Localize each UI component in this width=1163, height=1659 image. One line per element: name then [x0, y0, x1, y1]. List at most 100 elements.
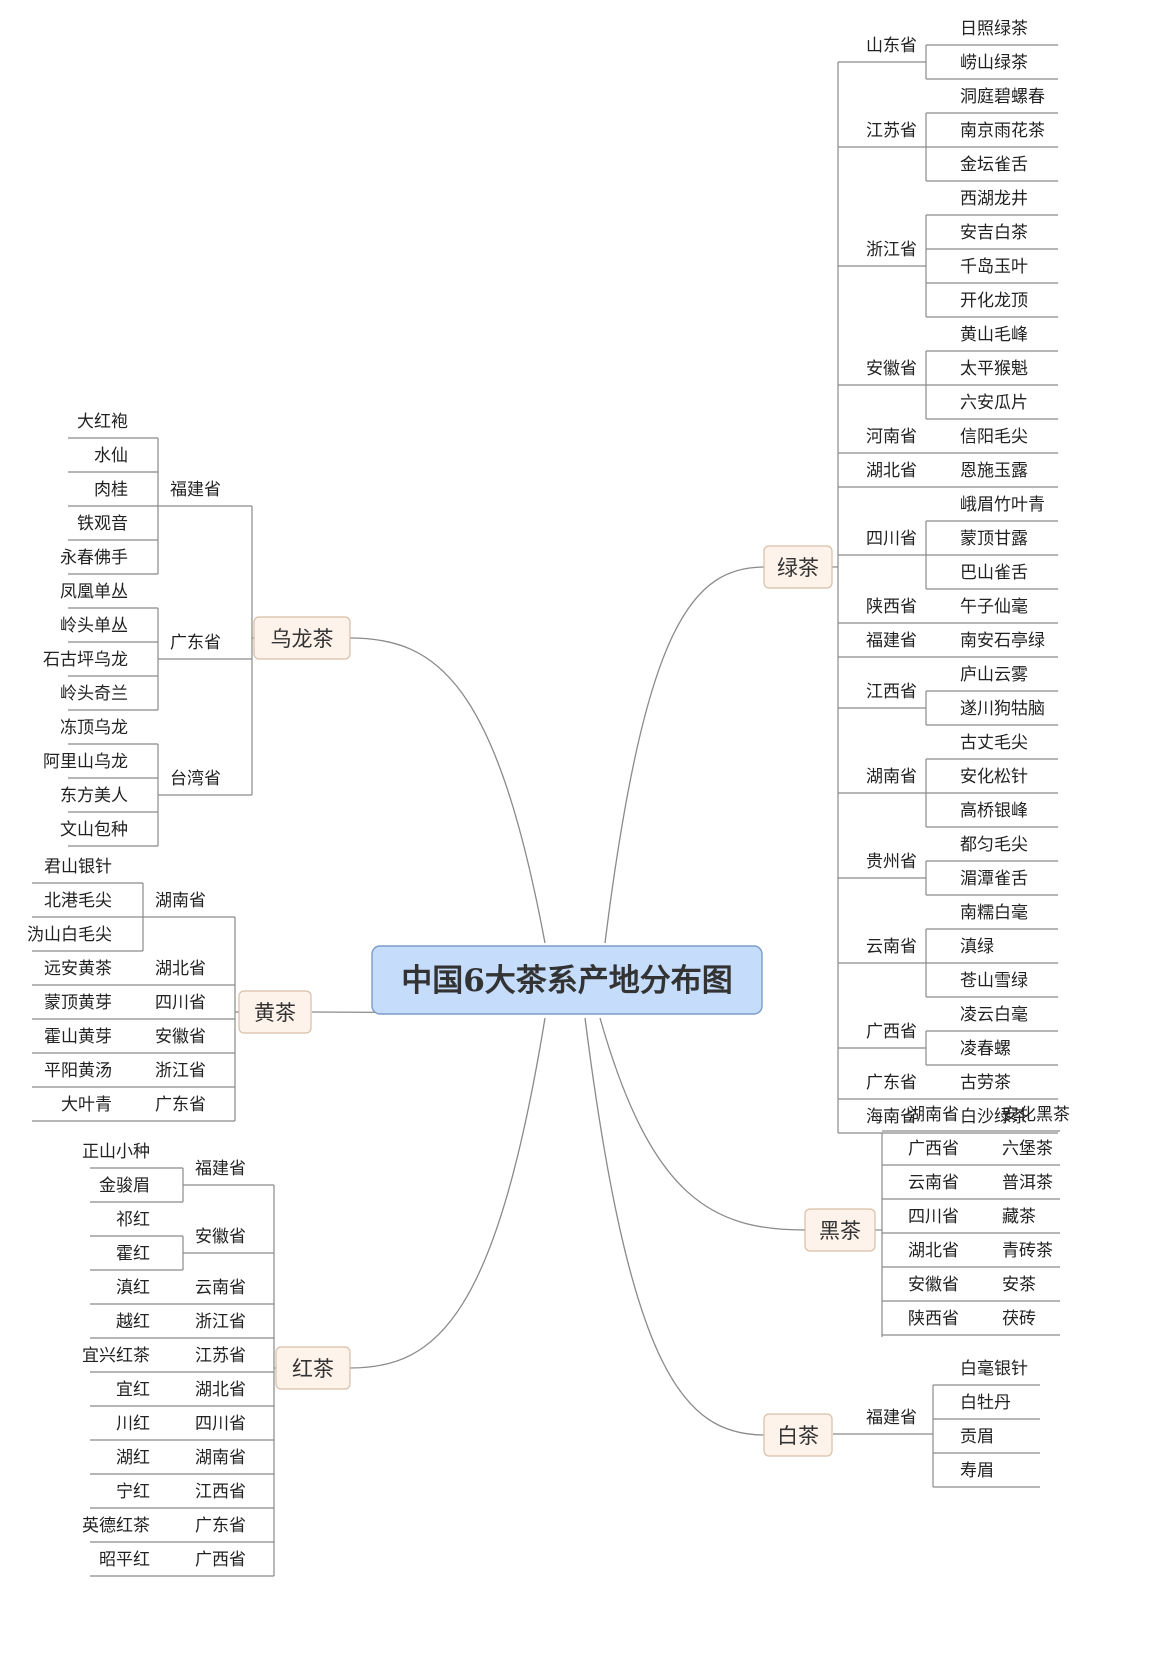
- branch-curve: [599, 1017, 806, 1231]
- tea-label: 沩山白毛尖: [27, 925, 112, 945]
- tea-label: 宜红: [116, 1380, 150, 1400]
- tea-label: 肉桂: [94, 480, 128, 500]
- province-label: 广东省: [170, 633, 221, 653]
- province-label: 湖北省: [866, 461, 917, 481]
- tea-label: 千岛玉叶: [960, 257, 1028, 277]
- province-label: 云南省: [866, 937, 917, 957]
- province-label: 浙江省: [155, 1061, 206, 1081]
- branch-curve: [349, 637, 546, 944]
- tea-label: 安吉白茶: [960, 223, 1028, 243]
- province-label: 四川省: [908, 1207, 959, 1227]
- tea-label: 南糯白毫: [960, 903, 1028, 923]
- branch-4-box[interactable]: [238, 990, 312, 1034]
- branch-3-box[interactable]: [253, 616, 351, 660]
- tea-label: 东方美人: [60, 786, 128, 806]
- tea-label: 洞庭碧螺春: [960, 87, 1045, 107]
- tea-label: 昭平红: [99, 1550, 150, 1570]
- tea-label: 贡眉: [960, 1427, 994, 1447]
- tea-label: 恩施玉露: [960, 461, 1028, 481]
- tea-label: 白沙绿茶: [960, 1107, 1028, 1127]
- branch-0-label: 绿茶: [777, 556, 819, 580]
- province-label: 山东省: [866, 36, 917, 56]
- province-label: 江西省: [866, 682, 917, 702]
- province-label: 四川省: [155, 993, 206, 1013]
- tea-label: 太平猴魁: [960, 359, 1028, 379]
- tea-label: 大红袍: [77, 412, 128, 432]
- tea-label: 午子仙毫: [960, 597, 1028, 617]
- tea-label: 峨眉竹叶青: [960, 495, 1045, 515]
- tea-label: 凌云白毫: [960, 1005, 1028, 1025]
- province-label: 福建省: [866, 631, 917, 651]
- tea-label: 凤凰单丛: [60, 582, 128, 602]
- province-label: 福建省: [170, 480, 221, 500]
- tea-label: 日照绿茶: [960, 19, 1028, 39]
- tea-label: 蒙顶甘露: [960, 529, 1028, 549]
- tea-label: 大叶青: [61, 1095, 112, 1115]
- tea-label: 南京雨花茶: [960, 121, 1045, 141]
- province-label: 广西省: [908, 1139, 959, 1159]
- province-label: 湖南省: [155, 891, 206, 911]
- province-label: 陕西省: [866, 597, 917, 617]
- branch-1-box[interactable]: [804, 1208, 876, 1252]
- tea-label: 正山小种: [82, 1142, 150, 1162]
- branch-2-label: 白茶: [777, 1424, 819, 1448]
- branch-0-box[interactable]: [763, 545, 833, 589]
- tea-label: 北港毛尖: [44, 891, 112, 911]
- province-label: 湖南省: [908, 1105, 959, 1125]
- province-label: 湖北省: [155, 959, 206, 979]
- branch-4-label: 黄茶: [254, 1001, 296, 1025]
- province-label: 海南省: [866, 1107, 917, 1127]
- province-label: 云南省: [908, 1173, 959, 1193]
- tea-label: 庐山云雾: [960, 665, 1028, 685]
- province-label: 浙江省: [866, 240, 917, 260]
- province-label: 安徽省: [908, 1275, 959, 1295]
- province-label: 云南省: [195, 1278, 246, 1298]
- tea-label: 文山包种: [60, 820, 128, 840]
- province-label: 广西省: [866, 1022, 917, 1042]
- province-label: 河南省: [866, 427, 917, 447]
- province-label: 广东省: [155, 1095, 206, 1115]
- tea-label: 湄潭雀舌: [960, 869, 1028, 889]
- province-label: 贵州省: [866, 852, 917, 872]
- tea-label: 英德红茶: [82, 1516, 150, 1536]
- tea-label: 石古坪乌龙: [43, 650, 128, 670]
- tea-label: 平阳黄汤: [44, 1061, 112, 1081]
- center-topic-title: 中国6大茶系产地分布图: [401, 963, 733, 999]
- province-label: 广东省: [866, 1073, 917, 1093]
- tea-label: 都匀毛尖: [960, 835, 1028, 855]
- province-label: 台湾省: [170, 769, 221, 789]
- province-label: 安徽省: [155, 1027, 206, 1047]
- tea-label: 黄山毛峰: [960, 325, 1028, 345]
- province-label: 湖北省: [908, 1241, 959, 1261]
- center-topic-box[interactable]: [371, 945, 763, 1015]
- tea-label: 白牡丹: [960, 1393, 1011, 1413]
- tea-label: 滇绿: [960, 937, 994, 957]
- tea-label: 安化黑茶: [1002, 1105, 1070, 1125]
- branch-2-box[interactable]: [763, 1413, 833, 1457]
- tea-label: 金坛雀舌: [960, 155, 1028, 175]
- tea-label: 越红: [116, 1312, 150, 1332]
- tea-label: 古丈毛尖: [960, 733, 1028, 753]
- tea-label: 古劳茶: [960, 1073, 1011, 1093]
- branch-3-label: 乌龙茶: [271, 627, 334, 651]
- province-label: 四川省: [866, 529, 917, 549]
- tea-label: 岭头奇兰: [60, 684, 128, 704]
- tea-label: 阿里山乌龙: [43, 752, 128, 772]
- tea-label: 水仙: [94, 446, 128, 466]
- tea-label: 君山银针: [44, 857, 112, 877]
- tea-label: 霍山黄芽: [44, 1027, 112, 1047]
- tea-label: 金骏眉: [99, 1176, 150, 1196]
- province-label: 广西省: [195, 1550, 246, 1570]
- tea-label: 凌春螺: [960, 1039, 1011, 1059]
- province-label: 陕西省: [908, 1309, 959, 1329]
- tea-label: 茯砖: [1002, 1309, 1036, 1329]
- tea-label: 六堡茶: [1002, 1139, 1053, 1159]
- tea-label: 青砖茶: [1002, 1241, 1053, 1261]
- tea-label: 寿眉: [960, 1461, 994, 1481]
- branch-5-box[interactable]: [275, 1346, 351, 1390]
- province-label: 浙江省: [195, 1312, 246, 1332]
- tea-label: 宁红: [116, 1482, 150, 1502]
- tea-label: 安化松针: [960, 767, 1028, 787]
- province-label: 福建省: [866, 1408, 917, 1428]
